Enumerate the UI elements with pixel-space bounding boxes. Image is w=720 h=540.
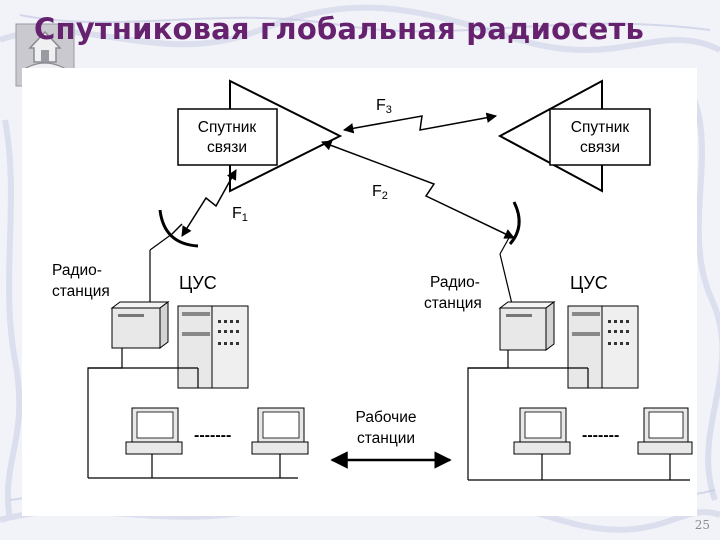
link-f3 xyxy=(342,112,498,134)
satellite-right-label-1: Спутник xyxy=(571,119,630,136)
workstation-left-1-icon xyxy=(125,407,183,455)
workstation-right-1-icon xyxy=(513,407,571,455)
control-center-left-icon xyxy=(177,305,249,389)
workstations-label-1: Рабочие xyxy=(356,409,417,426)
right-center-label: ЦУС xyxy=(570,273,608,293)
link-f1 xyxy=(181,169,237,237)
page-number: 25 xyxy=(694,518,710,532)
satellite-left-box xyxy=(177,108,278,166)
left-radio-label-1: Радио- xyxy=(52,262,102,279)
workstation-left-2-icon xyxy=(251,407,309,455)
workstation-left-ellipsis: ------- xyxy=(194,427,231,444)
left-radio-label-2: станция xyxy=(52,283,110,300)
radio-station-right-icon xyxy=(498,301,556,351)
workstation-right-2-icon xyxy=(637,407,693,455)
dish-antenna-right-icon xyxy=(499,201,521,305)
workstation-right-ellipsis: ------- xyxy=(582,427,619,444)
radio-station-left-icon xyxy=(110,301,170,349)
dish-antenna-left-icon xyxy=(149,209,199,304)
slide-title: Спутниковая глобальная радиосеть xyxy=(34,12,645,46)
link-f2 xyxy=(321,140,515,239)
label-f3: F3 xyxy=(376,97,392,116)
network-diagram: Спутник связи Спутник связи F3 F2 F1 Рад… xyxy=(52,79,693,481)
control-center-right-icon xyxy=(567,305,639,389)
satellite-left-label-2: связи xyxy=(207,139,247,156)
label-f2: F2 xyxy=(372,183,388,202)
right-radio-label-1: Радио- xyxy=(430,274,480,291)
lan-left xyxy=(87,348,298,479)
right-radio-label-2: станция xyxy=(424,295,482,312)
label-f1: F1 xyxy=(232,205,248,224)
satellite-right-label-2: связи xyxy=(580,139,620,156)
satellite-left-label-1: Спутник xyxy=(198,119,257,136)
satellite-left: Спутник связи xyxy=(177,79,343,193)
satellite-right: Спутник связи xyxy=(497,79,651,193)
left-center-label: ЦУС xyxy=(179,273,217,293)
workstations-label-2: станции xyxy=(357,430,415,447)
lan-right xyxy=(467,350,690,481)
satellite-right-box xyxy=(549,108,651,166)
